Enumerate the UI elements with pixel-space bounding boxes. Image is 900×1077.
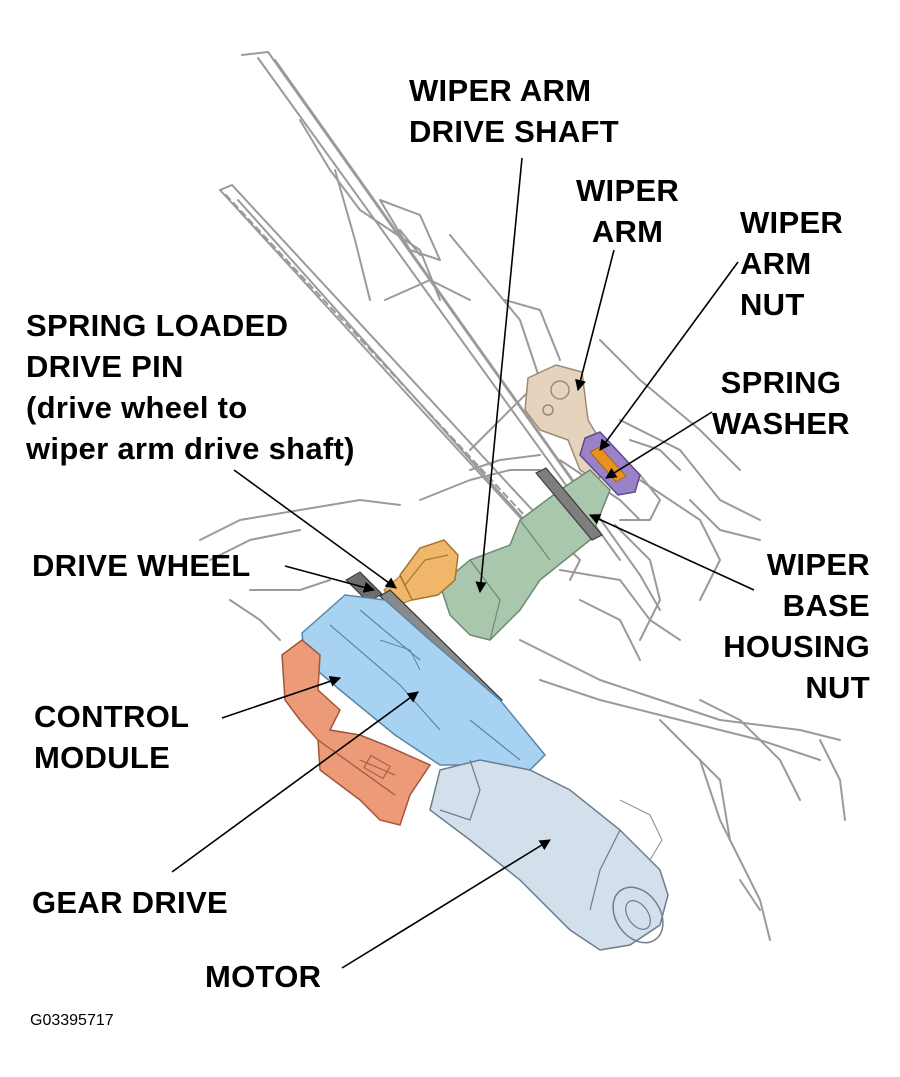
label-line: wiper arm drive shaft) [26, 431, 355, 466]
label-line: CONTROL [34, 699, 190, 734]
label-wiper-arm-drive-shaft: WIPER ARM DRIVE SHAFT [409, 70, 619, 152]
label-control-module: CONTROL MODULE [34, 696, 189, 778]
label-line: HOUSING [723, 629, 870, 664]
figure-code: G03395717 [30, 1012, 114, 1029]
label-line: ARM [740, 246, 812, 281]
label-line: MODULE [34, 740, 171, 775]
leader-spring-loaded-drive-pin [233, 469, 397, 589]
motor-part [429, 759, 669, 951]
label-gear-drive: GEAR DRIVE [32, 885, 228, 920]
label-line: BASE [782, 588, 870, 623]
label-line: DRIVE PIN [26, 349, 184, 384]
control-module-part [281, 639, 432, 826]
label-motor: MOTOR [205, 959, 322, 994]
wiper-base-housing-nut-part [535, 467, 603, 541]
wiper-arm-drive-shaft-part [439, 469, 611, 641]
label-wiper-arm: WIPER ARM [576, 170, 679, 252]
label-line: WIPER [740, 205, 844, 240]
leader-lines [171, 157, 755, 969]
leader-motor [341, 839, 551, 969]
label-line: ARM [591, 214, 664, 249]
leader-wiper-arm-drive-shaft [475, 157, 523, 594]
label-line: WASHER [712, 406, 850, 441]
label-spring-loaded-drive-pin: SPRING LOADED DRIVE PIN (drive wheel to … [26, 305, 355, 469]
label-line: WIPER [766, 547, 870, 582]
leader-spring-washer [605, 411, 713, 479]
leader-wiper-arm [575, 249, 615, 392]
leader-wiper-base-housing-nut [588, 514, 755, 591]
label-wiper-base-housing-nut: WIPER BASE HOUSING NUT [723, 544, 870, 708]
leader-control-module [221, 675, 342, 719]
label-line: SPRING LOADED [26, 308, 289, 343]
label-line: NUT [740, 287, 805, 322]
label-spring-washer: SPRING WASHER [712, 362, 850, 444]
label-wiper-arm-nut: WIPER ARM NUT [740, 202, 843, 325]
label-line: (drive wheel to [26, 390, 248, 425]
leader-gear-drive [171, 691, 419, 873]
label-drive-wheel: DRIVE WHEEL [32, 548, 251, 583]
label-line: NUT [805, 670, 870, 705]
label-line: DRIVE SHAFT [409, 114, 619, 149]
label-line: WIPER ARM [409, 73, 592, 108]
leader-wiper-arm-nut [599, 261, 739, 451]
leader-drive-wheel [284, 565, 376, 593]
label-line: WIPER [576, 173, 680, 208]
label-line: SPRING [720, 365, 842, 400]
